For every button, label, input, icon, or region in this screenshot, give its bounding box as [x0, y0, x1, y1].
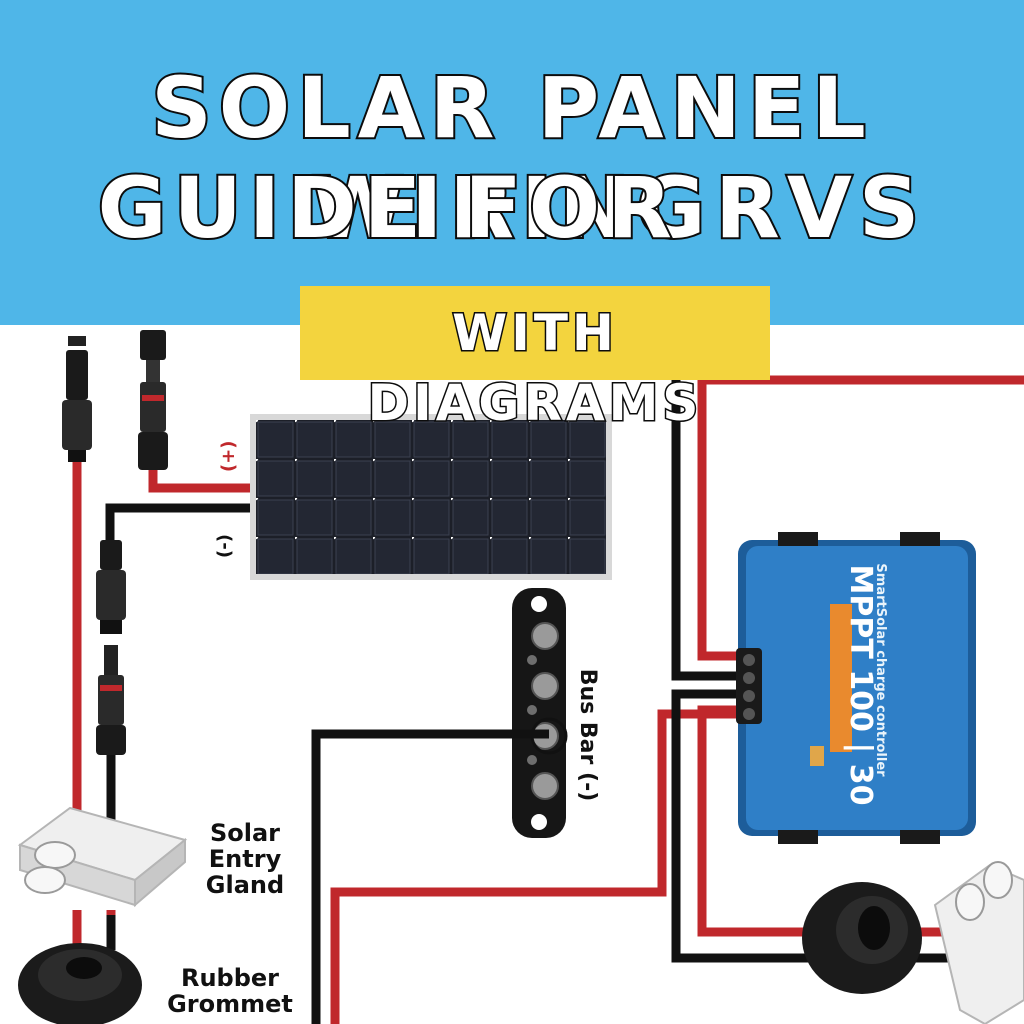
bus-bar-label: Bus Bar (-) [575, 668, 600, 802]
rubber-grommet-label: Rubber Grommet [167, 964, 293, 1018]
mc4-inline-connector [96, 540, 126, 755]
controller-brand-label: SmartSolar charge controller [873, 563, 888, 777]
bus-bar [512, 588, 568, 838]
solar-entry-gland-label: Solar Entry Gland [205, 819, 285, 899]
subtitle-box: WITH DIAGRAMS [300, 286, 770, 434]
mc4-connector-left [62, 336, 92, 462]
negative-wire-busbar [311, 729, 549, 1024]
negative-label: (-) [214, 534, 235, 558]
solar-entry-gland-left [17, 806, 188, 908]
rubber-grommet-right [802, 882, 922, 994]
positive-wire-bottom [330, 709, 738, 1024]
solar-entry-gland-right [933, 861, 1024, 1024]
title-banner [0, 0, 1024, 325]
positive-wire-top-right [697, 375, 1024, 661]
rubber-grommet-left [18, 943, 142, 1024]
negative-wire-top-right [671, 380, 738, 681]
positive-wire-panel [148, 470, 256, 493]
mc4-connector-right [138, 330, 168, 470]
title-line-1: SOLAR PANEL WIRING [149, 57, 873, 259]
charge-controller [736, 532, 976, 844]
solar-panel [250, 414, 612, 580]
positive-label: (+) [218, 440, 239, 472]
subtitle: WITH DIAGRAMS [366, 303, 703, 434]
title-line-2: GUIDE FOR RVS [96, 157, 927, 259]
